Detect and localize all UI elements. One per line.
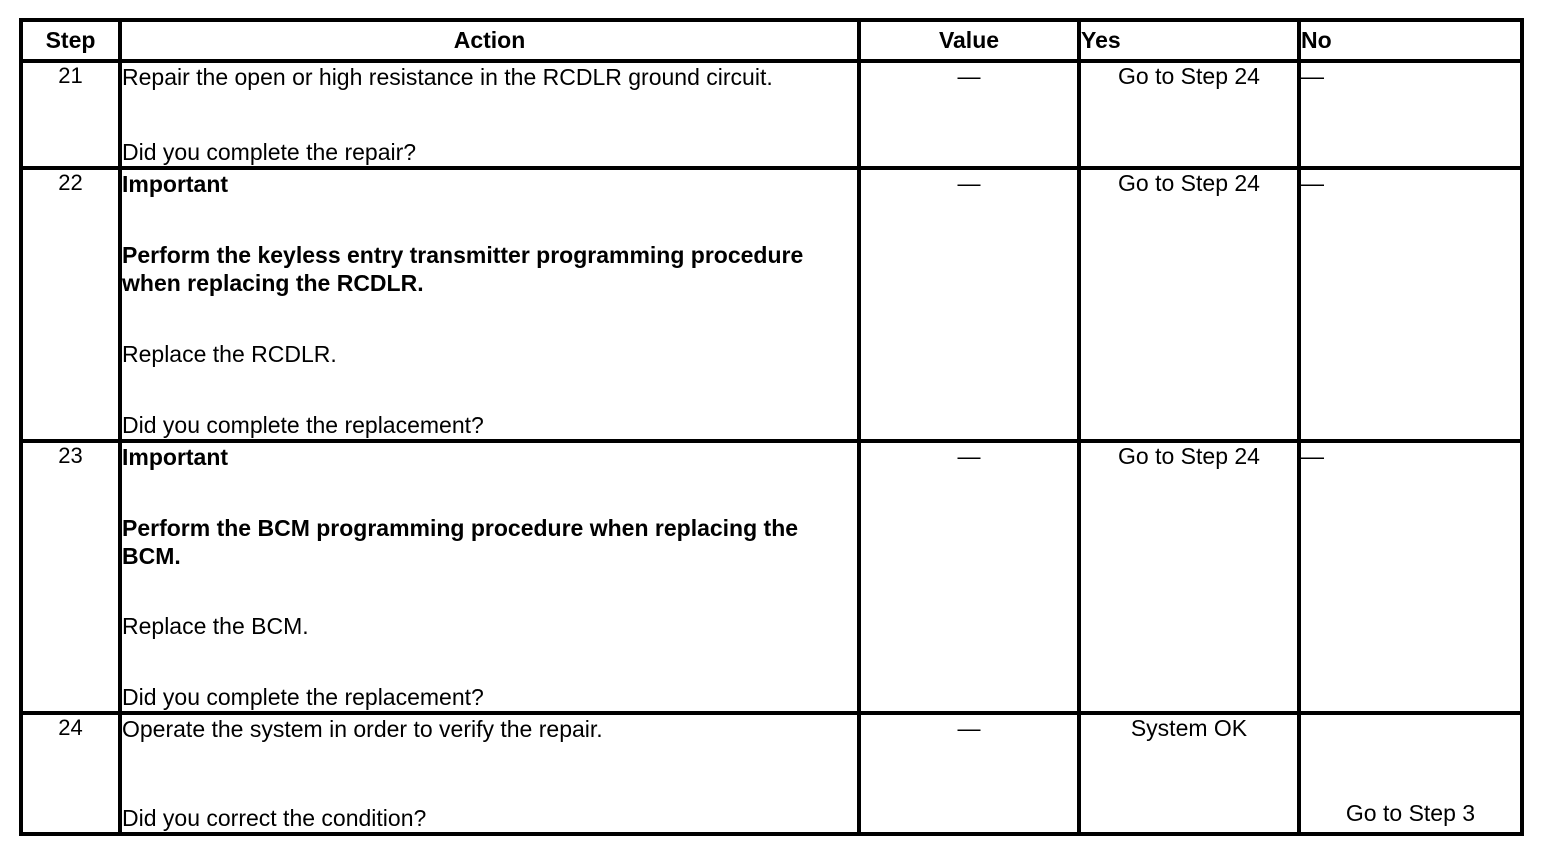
diagnostic-procedure-table: Step Action Value Yes No 21 Repair the o… [19, 18, 1524, 836]
step-number: 22 [19, 166, 122, 443]
action-cell: Important Perform the BCM programming pr… [118, 439, 861, 715]
action-text: Replace the RCDLR. [122, 340, 337, 367]
value-cell: — [857, 166, 1081, 443]
action-question: Did you correct the condition? [122, 804, 427, 831]
column-header-no: No [1297, 18, 1524, 63]
action-question: Did you complete the replacement? [122, 683, 484, 710]
action-question: Did you complete the repair? [122, 138, 417, 165]
no-cell: Go to Step 3 [1297, 711, 1524, 836]
action-text: Repair the open or high resistance in th… [122, 64, 773, 90]
action-important-text: Perform the BCM programming procedure wh… [122, 514, 799, 569]
step-number: 24 [19, 711, 122, 836]
no-cell: — [1297, 59, 1524, 170]
value-cell: — [857, 439, 1081, 715]
step-number: 23 [19, 439, 122, 715]
action-important-label: Important [122, 444, 229, 470]
column-header-value: Value [857, 18, 1081, 63]
action-important-label: Important [122, 171, 229, 197]
table-header-row: Step Action Value Yes No [19, 18, 1524, 63]
action-cell: Repair the open or high resistance in th… [118, 59, 861, 170]
action-important-text: Perform the keyless entry transmitter pr… [122, 241, 804, 297]
action-question: Did you complete the replacement? [122, 411, 484, 438]
column-header-step: Step [19, 18, 122, 63]
action-text: Replace the BCM. [122, 613, 309, 640]
value-cell: — [857, 59, 1081, 170]
action-cell: Important Perform the keyless entry tran… [118, 166, 861, 443]
value-cell: — [857, 711, 1081, 836]
action-cell: Operate the system in order to verify th… [118, 711, 861, 836]
column-header-yes: Yes [1077, 18, 1301, 63]
table-row: 23 Important Perform the BCM programming… [19, 439, 1524, 715]
column-header-action: Action [118, 18, 861, 63]
yes-cell: System OK [1077, 711, 1301, 836]
yes-cell: Go to Step 24 [1077, 439, 1301, 715]
table-row: 24 Operate the system in order to verify… [19, 711, 1524, 836]
yes-cell: Go to Step 24 [1077, 59, 1301, 170]
table-row: 21 Repair the open or high resistance in… [19, 59, 1524, 170]
no-cell: — [1297, 166, 1524, 443]
no-cell: — [1297, 439, 1524, 715]
table-row: 22 Important Perform the keyless entry t… [19, 166, 1524, 443]
step-number: 21 [19, 59, 122, 170]
action-text: Operate the system in order to verify th… [122, 716, 603, 742]
yes-cell: Go to Step 24 [1077, 166, 1301, 443]
